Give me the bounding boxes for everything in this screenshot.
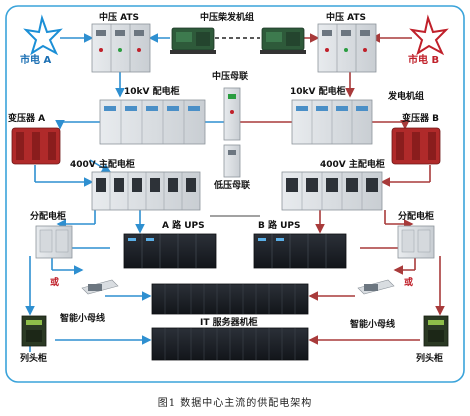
- main-panel-400v-left: [91, 171, 201, 211]
- it-racks-label: IT 服务器机柜: [200, 318, 258, 328]
- column-head-cabinet-right: [423, 315, 449, 347]
- generator-set-label: 中压柴发机组: [200, 13, 255, 23]
- ups-b-bank: [253, 233, 347, 269]
- or-left-label: 或: [50, 278, 60, 288]
- ats-left-cabinet: [91, 23, 151, 73]
- busway-left-icon: [81, 279, 119, 295]
- mv-bus-tie-label: 中压母联: [212, 72, 249, 82]
- path-a-lines: [25, 33, 224, 352]
- ats-right-cabinet: [317, 23, 377, 73]
- ups-a-bank: [123, 233, 217, 269]
- or-right-label: 或: [404, 278, 414, 288]
- lv-bus-tie-cabinet: [223, 144, 241, 178]
- column-head-left-label: 列头柜: [20, 354, 48, 364]
- transformer-b-label: 变压器 B: [402, 114, 439, 124]
- it-rack-row-bottom: [151, 327, 309, 361]
- it-rack-row-top: [151, 283, 309, 315]
- ats-right-label: 中压 ATS: [326, 13, 367, 23]
- busway-right-label: 智能小母线: [350, 320, 396, 330]
- ats-left-label: 中压 ATS: [99, 13, 140, 23]
- distribution-cabinet-right: [397, 225, 435, 259]
- transformer-a-icon: [11, 127, 61, 165]
- main-panel-400v-right-label: 400V 主配电柜: [320, 160, 385, 170]
- cabinet-10kv-right-label: 10kV 配电柜: [290, 87, 346, 97]
- figure-caption: 图1 数据中心主流的供配电架构: [157, 398, 313, 409]
- transformer-a-label: 变压器 A: [8, 114, 46, 124]
- column-head-right-label: 列头柜: [416, 354, 444, 364]
- column-head-cabinet-left: [21, 315, 47, 347]
- diagram-frame: [5, 5, 465, 383]
- generator-left-icon: [170, 27, 216, 54]
- generator-group-label: 发电机组: [388, 92, 425, 102]
- mains-a-label: 市电 A: [20, 55, 52, 66]
- mains-b-star-icon: [409, 14, 449, 56]
- distribution-right-label: 分配电柜: [398, 212, 435, 222]
- mv-bus-tie-cabinet: [223, 87, 241, 141]
- generator-right-icon: [260, 27, 306, 54]
- mains-a-star-icon: [23, 14, 63, 56]
- ups-a-label: A 路 UPS: [162, 221, 205, 231]
- busway-right-icon: [357, 279, 395, 295]
- distribution-cabinet-left: [35, 225, 73, 259]
- cabinet-10kv-left-label: 10kV 配电柜: [124, 87, 180, 97]
- mains-b-label: 市电 B: [408, 55, 440, 66]
- main-panel-400v-left-label: 400V 主配电柜: [70, 160, 135, 170]
- distribution-left-label: 分配电柜: [30, 212, 67, 222]
- transformer-b-icon: [391, 127, 441, 165]
- lv-bus-tie-label: 低压母联: [214, 181, 251, 191]
- busway-left-label: 智能小母线: [60, 314, 106, 324]
- cabinet-10kv-left: [99, 99, 206, 145]
- ups-b-label: B 路 UPS: [258, 221, 301, 231]
- main-panel-400v-right: [281, 171, 383, 211]
- cabinet-10kv-right: [291, 99, 373, 145]
